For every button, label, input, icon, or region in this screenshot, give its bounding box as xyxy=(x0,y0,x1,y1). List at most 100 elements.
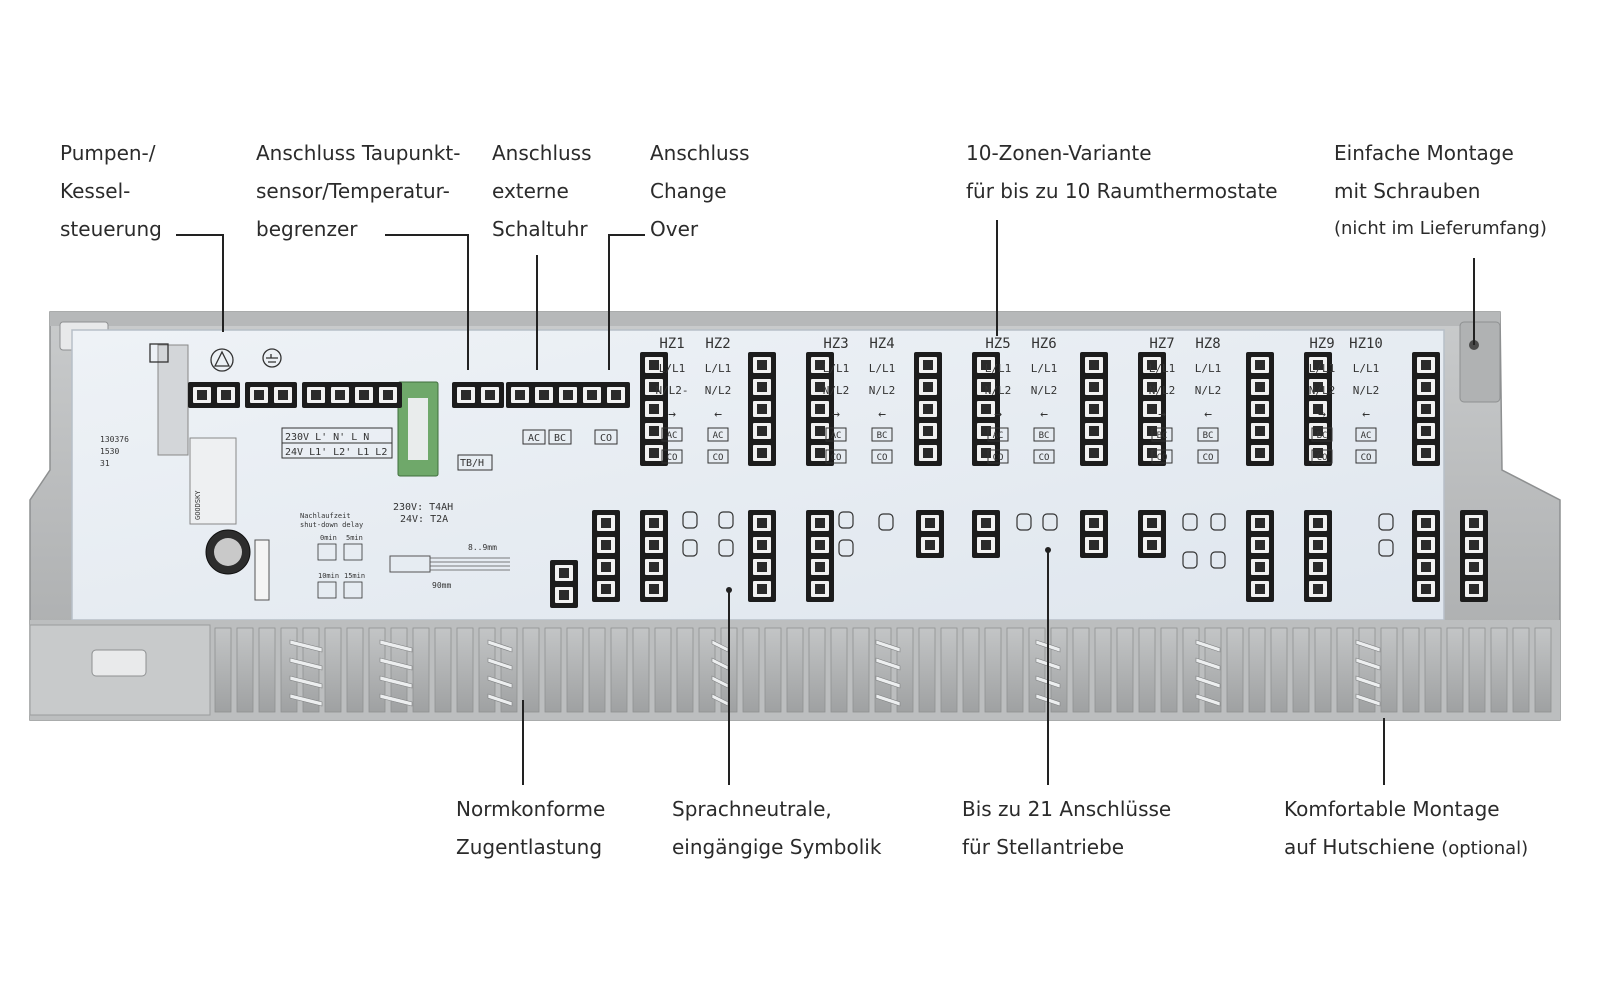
badge-mode: BC xyxy=(877,431,888,441)
dip-switch[interactable] xyxy=(254,539,270,601)
badge-frame xyxy=(707,449,729,464)
badge-change-over: CO xyxy=(993,453,1004,463)
direction-arrow: ← xyxy=(878,407,886,422)
fin-clip xyxy=(487,657,513,671)
tb-box xyxy=(457,454,493,471)
terminal-clamp xyxy=(461,390,471,400)
terminal-clamp xyxy=(1421,518,1431,528)
fin xyxy=(1072,627,1090,713)
terminal-label-l: L/L1 xyxy=(705,362,732,375)
terminal-clamp xyxy=(649,562,659,572)
terminal-clamp xyxy=(1313,584,1323,594)
valve-symbol xyxy=(838,511,854,529)
terminal-clamp xyxy=(587,390,597,400)
fin-clip xyxy=(379,675,413,689)
callout-line: Schaltuhr xyxy=(492,217,588,241)
direction-arrow: → xyxy=(1318,407,1326,422)
terminal-clamp xyxy=(1469,518,1479,528)
terminal-clamp xyxy=(1313,404,1323,414)
terminal-clamp xyxy=(757,562,767,572)
fin xyxy=(324,627,342,713)
direction-arrow: ← xyxy=(1362,407,1370,422)
terminal-clamp xyxy=(981,426,991,436)
zone-terminal-4 xyxy=(914,352,942,466)
terminal-clamp xyxy=(1313,360,1323,370)
terminal-clamp xyxy=(649,540,659,550)
terminal-clamp xyxy=(563,390,573,400)
badge-frame xyxy=(548,429,572,445)
fin xyxy=(544,627,562,713)
delay-15min: 15min xyxy=(344,572,365,580)
terminal-clamp xyxy=(815,382,825,392)
fin xyxy=(478,627,496,713)
badge-mode: AC xyxy=(713,431,724,441)
terminal-clamp xyxy=(611,390,621,400)
badge-frame xyxy=(825,427,847,442)
terminal-clamp xyxy=(1313,426,1323,436)
callout-line: Einfache Montage xyxy=(1334,141,1514,165)
terminal-clamp xyxy=(1147,360,1157,370)
zone-label: HZ10 xyxy=(1349,336,1383,352)
terminal-clamp xyxy=(485,390,495,400)
fin xyxy=(214,627,232,713)
fin xyxy=(1534,627,1552,713)
terminal-clamp xyxy=(757,540,767,550)
tb-label: TB/H xyxy=(460,458,484,469)
zone-label: HZ9 xyxy=(1309,336,1334,352)
fin-clip xyxy=(1355,675,1381,689)
direction-arrow: → xyxy=(1158,407,1166,422)
callout-strain-relief: Normkonforme Zugentlastung xyxy=(456,790,605,866)
callout-line: (nicht im Lieferumfang) xyxy=(1334,218,1547,239)
terminal-clamp xyxy=(1089,426,1099,436)
terminal-timer xyxy=(506,382,582,408)
terminal-clamp xyxy=(1089,382,1099,392)
fin xyxy=(258,627,276,713)
fin-clip xyxy=(1355,639,1381,653)
direction-arrow: ← xyxy=(1040,407,1048,422)
terminal-label-l: L/L1 xyxy=(1353,362,1380,375)
terminal-clamp xyxy=(815,404,825,414)
callout-line: mit Schrauben xyxy=(1334,179,1481,203)
actuator-terminal-11 xyxy=(1412,510,1440,602)
fin xyxy=(1094,627,1112,713)
callout-10-zone-variant: 10-Zonen-Variante für bis zu 10 Raumther… xyxy=(966,134,1278,210)
fin xyxy=(1424,627,1442,713)
serial-line-2: 1530 xyxy=(100,447,119,456)
direction-arrow: → xyxy=(668,407,676,422)
terminal-label-n: N/L2 xyxy=(705,384,732,397)
terminal-clamp xyxy=(923,404,933,414)
terminal-clamp xyxy=(1313,540,1323,550)
fin xyxy=(764,627,782,713)
fin xyxy=(698,627,716,713)
terminal-clamp xyxy=(815,426,825,436)
callout-pump-control: Pumpen-/ Kessel- steuerung xyxy=(60,134,162,248)
delay-0min: 0min xyxy=(320,534,337,542)
fin xyxy=(522,627,540,713)
terminal-clamp xyxy=(515,390,525,400)
terminal-clamp xyxy=(539,390,549,400)
callout-line: für Stellantriebe xyxy=(962,835,1125,859)
terminal-housing xyxy=(1304,510,1332,602)
terminal-clamp xyxy=(925,540,935,550)
fuse-rating-24v: 24V: T2A xyxy=(400,514,448,525)
terminal-clamp xyxy=(1089,360,1099,370)
housing-top-rail xyxy=(50,312,1500,326)
terminal-clamp xyxy=(383,390,393,400)
power-row-230v: 230V L' N' L N xyxy=(285,432,369,443)
terminal-clamp xyxy=(1255,518,1265,528)
terminal-housing xyxy=(302,382,402,408)
fin xyxy=(874,627,892,713)
fin xyxy=(1182,627,1200,713)
zone-terminal-8 xyxy=(1246,352,1274,466)
direction-arrow: → xyxy=(832,407,840,422)
fin xyxy=(1006,627,1024,713)
terminal-clamp xyxy=(815,518,825,528)
terminal-clamp xyxy=(254,390,264,400)
terminal-label-l: L/L1 xyxy=(823,362,850,375)
fin xyxy=(434,627,452,713)
terminal-power xyxy=(302,382,402,408)
valve-symbol xyxy=(718,511,734,529)
fin xyxy=(940,627,958,713)
terminal-clamp xyxy=(1421,448,1431,458)
